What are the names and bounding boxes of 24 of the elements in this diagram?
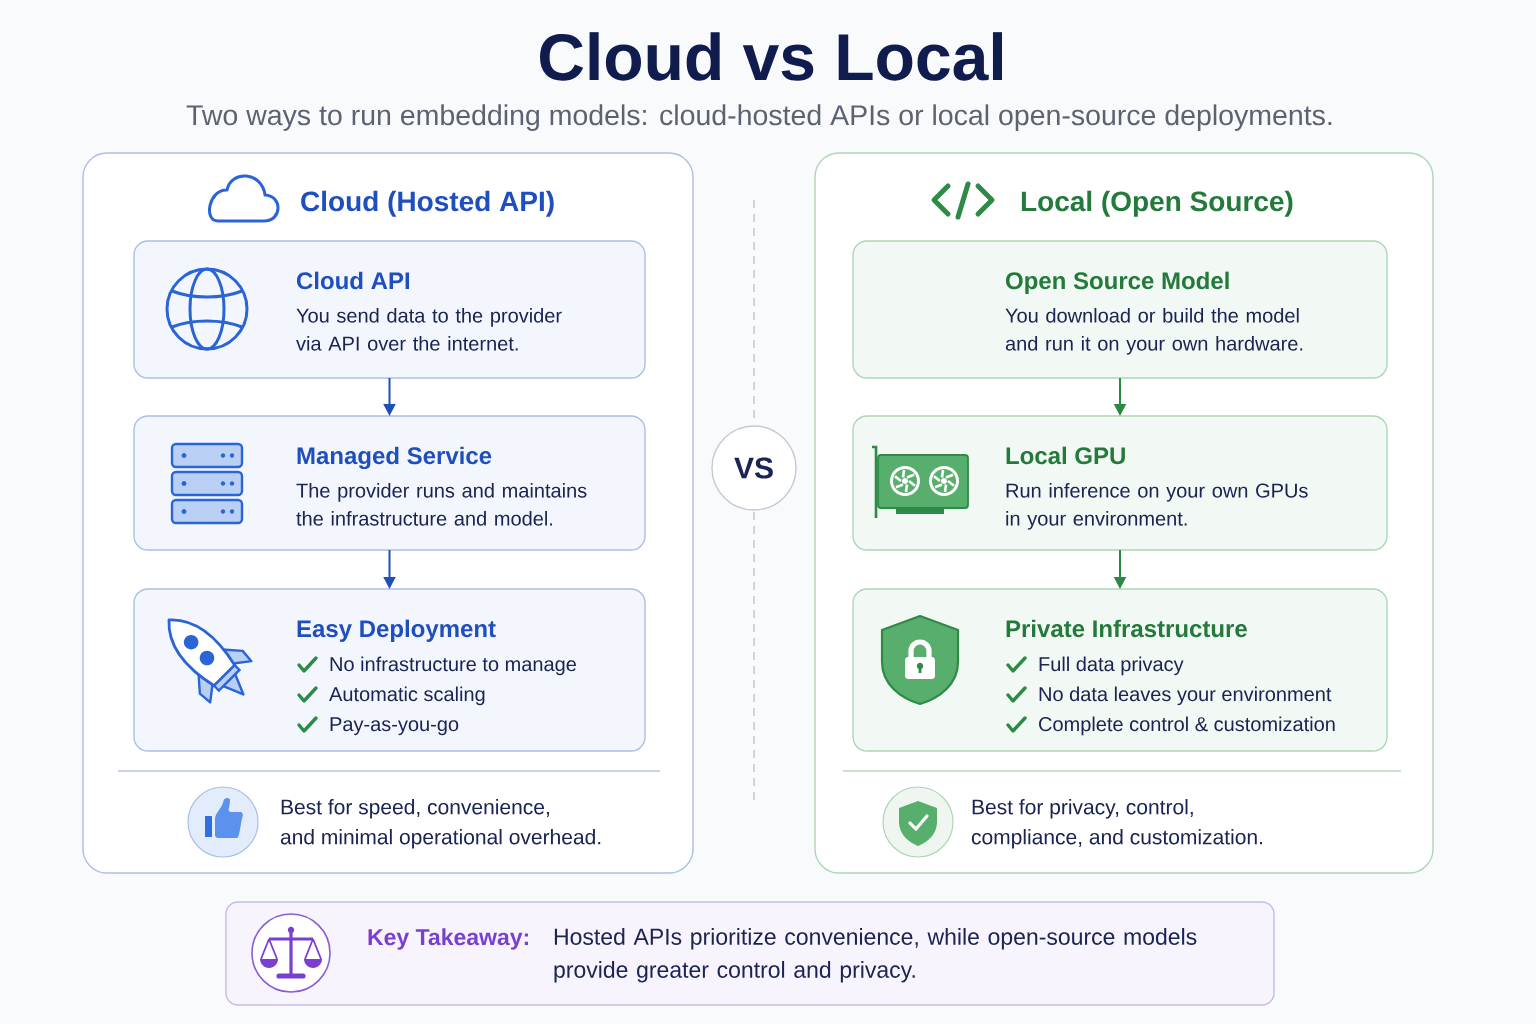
card-heading: Open Source Model [1006,271,1229,294]
title: Cloud vs Local [540,32,1002,81]
summary-text: Best for speed, convenience, and minimal operational overhead. [280,799,601,849]
panel-heading: Cloud (Hosted API) [301,190,554,217]
card-heading: Private Infrastructure [1006,619,1247,638]
summary-text: Best for privacy, control, compliance, and customization. [971,799,1262,849]
bullet-item: Full data privacy [1039,656,1184,676]
card-heading: Easy Deployment [297,619,496,642]
card-heading: Cloud API [297,271,410,290]
takeaway-label: Key Takeaway: [368,928,528,950]
card-text: Run inference on your own GPUs in your environment. [1006,483,1308,530]
card-heading: Managed Service [297,446,492,470]
bullet-item: Complete control & customization [1039,716,1335,736]
panel-heading: Local (Open Source) [1021,190,1293,217]
bullet-item: No infrastructure to manage [330,656,576,676]
takeaway-text: Hosted APIs prioritize convenience, while open-source models provide greater control and privacy. [554,928,1197,983]
bullet-item: Automatic scaling [329,686,485,706]
card-text: The provider runs and maintains the infrastructure and model. [296,483,587,526]
card-text: You download or build the model and run it on your own hardware. [1005,308,1303,355]
card-heading: Local GPU [1006,446,1125,465]
card-text: You send data to the provider via API over the internet. [296,308,562,351]
subtitle: Two ways to run embedding models: cloud-hosted APIs or local open-source deployments. [186,104,1332,131]
bullet-item: No data leaves your environment [1039,686,1332,706]
bullet-item: Pay-as-you-go [330,717,459,736]
